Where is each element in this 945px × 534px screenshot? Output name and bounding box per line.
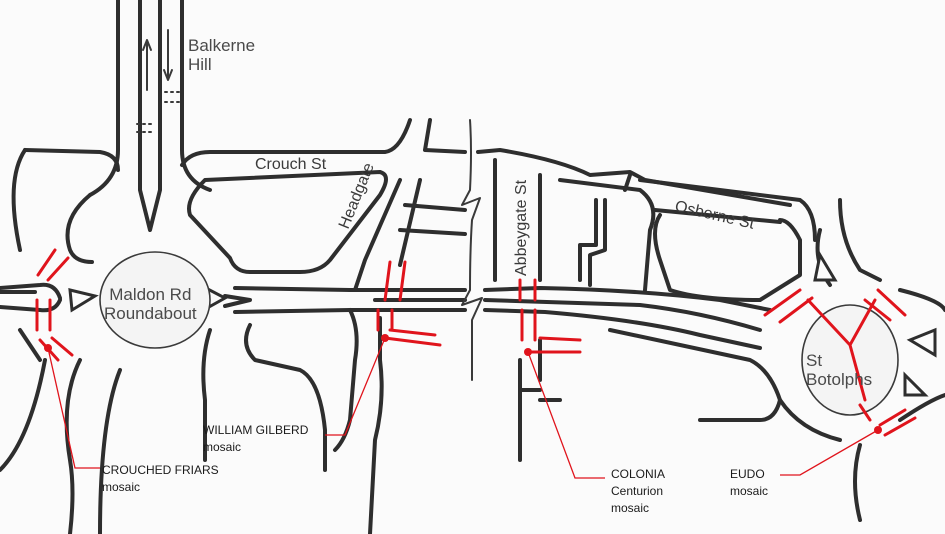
balkerne-hill-line2: Hill — [188, 55, 212, 74]
colonia-name: COLONIA — [611, 467, 666, 481]
maldon-roundabout-label: Maldon Rd Roundabout — [104, 285, 197, 323]
eudo-name: EUDO — [730, 467, 765, 481]
crouched-friars-type: mosaic — [102, 480, 141, 494]
crouch-st-label: Crouch St — [255, 156, 327, 173]
st-botolphs-line1: St — [806, 351, 823, 370]
osborne-st-road — [638, 178, 817, 242]
st-botolphs-junction — [778, 198, 945, 522]
colonia-label: COLONIA Centurion mosaic — [611, 466, 665, 517]
st-botolphs-roundabout-island — [801, 304, 899, 416]
st-botolphs-label: St Botolphs — [806, 351, 872, 389]
colonia-marker — [518, 278, 605, 479]
city-blocks — [187, 170, 467, 534]
crouched-friars-name: CROUCHED FRIARS — [102, 463, 219, 477]
eudo-label: EUDO mosaic — [730, 466, 768, 500]
central-main-road — [348, 119, 772, 381]
balkerne-hill-road — [88, 0, 212, 232]
william-gilberd-marker — [325, 260, 442, 436]
st-botolphs-line2: Botolphs — [806, 370, 873, 389]
crouched-friars-marker — [35, 248, 100, 469]
eudo-type: mosaic — [730, 484, 769, 498]
william-gilberd-name: WILLIAM GILBERD — [203, 423, 309, 437]
william-gilberd-type: mosaic — [203, 440, 242, 454]
william-gilberd-label: WILLIAM GILBERD mosaic — [203, 422, 308, 456]
maldon-roundabout-line2: Roundabout — [104, 304, 197, 323]
crouch-st-road — [23, 118, 792, 207]
abbeygate-st-label: Abbeygate St — [513, 179, 530, 276]
crouched-friars-label: CROUCHED FRIARS mosaic — [102, 462, 219, 496]
maldon-roundabout-island — [99, 251, 211, 349]
balkerne-hill-line1: Balkerne — [188, 36, 256, 55]
abbeygate-blocks — [493, 158, 802, 462]
colonia-type: Centurion — [611, 484, 664, 498]
maldon-roundabout-line1: Maldon Rd — [109, 285, 192, 304]
colonia-type-2: mosaic — [611, 501, 650, 515]
balkerne-hill-label: Balkerne Hill — [188, 36, 255, 74]
eudo-marker — [763, 288, 917, 476]
